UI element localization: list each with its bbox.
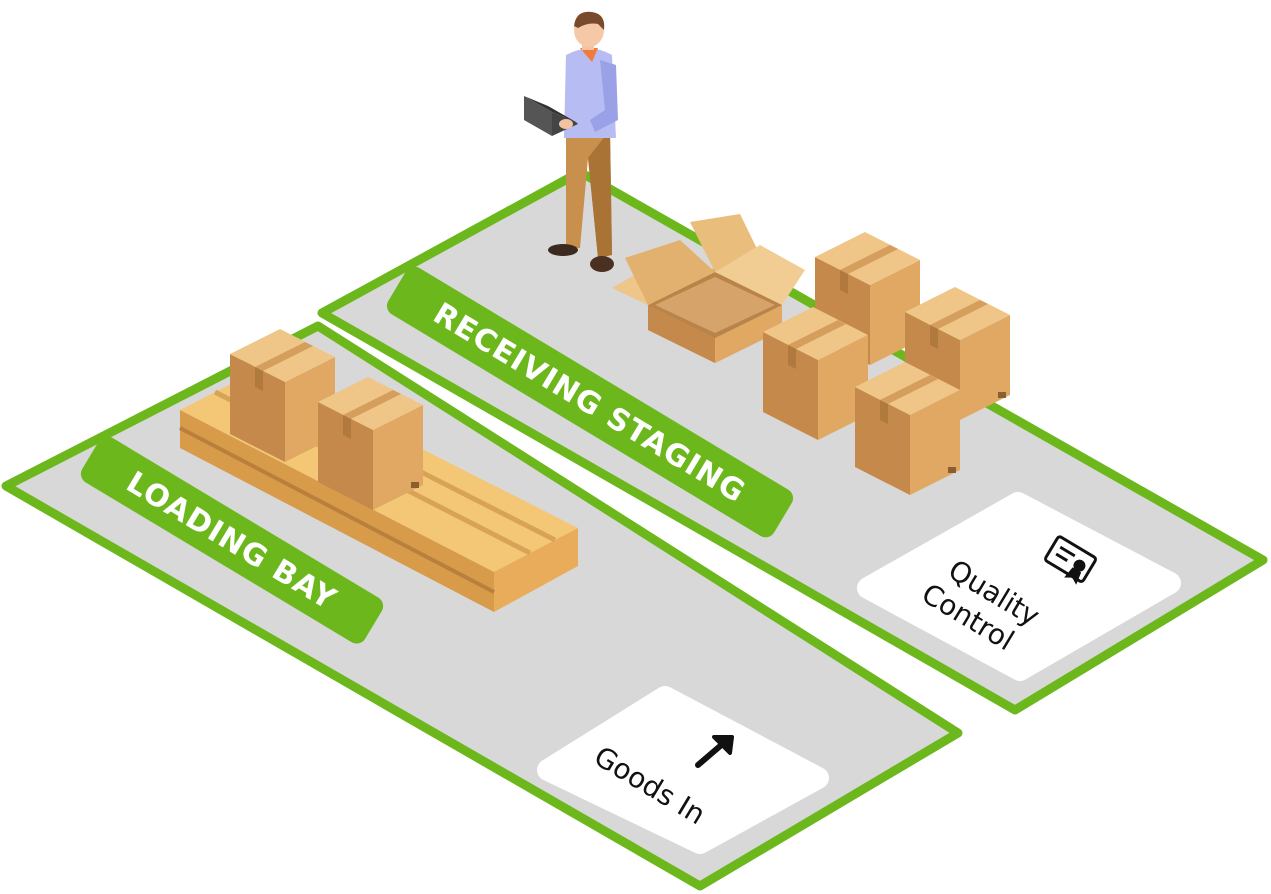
- open-cardboard-box: [612, 214, 805, 363]
- certificate-icon: [1044, 535, 1097, 585]
- worker-figure: [524, 11, 618, 272]
- quality-control-card: Quality Control: [857, 492, 1181, 681]
- goods-in-card: Goods In: [537, 686, 829, 854]
- arrow-up-right-icon: [695, 735, 734, 768]
